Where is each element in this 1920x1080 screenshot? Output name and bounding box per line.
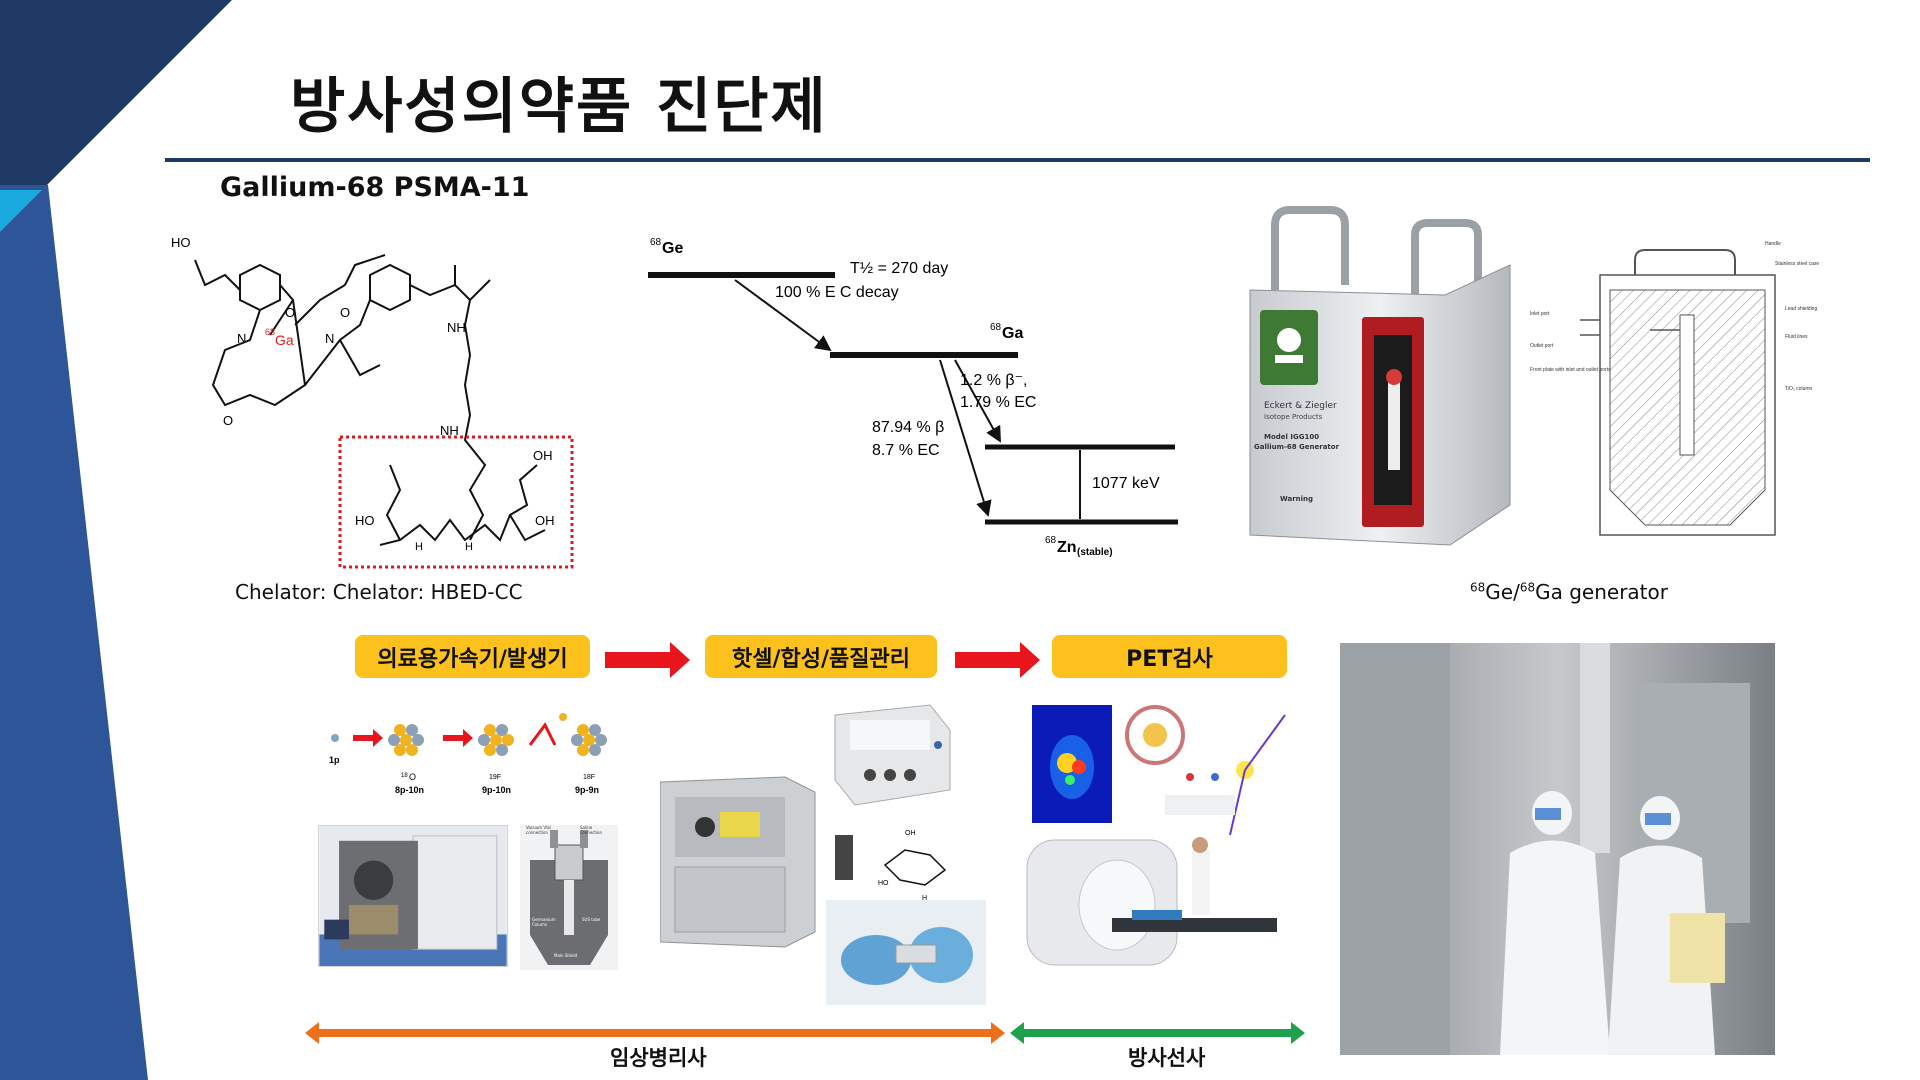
label-ho-bottom: HO: [355, 513, 375, 528]
label-clinical-pathologist: 임상병리사: [610, 1046, 707, 1070]
fdg-structure: OH HO H: [835, 830, 947, 902]
zn68-note: (stable): [1077, 547, 1113, 558]
label-f19-comp: 9p-10n: [482, 785, 511, 795]
schem-steel: Stainless steel case: [1775, 261, 1819, 267]
annihilation-diagram: [1125, 705, 1286, 836]
schem-front: Front plate with inlet and outlet ports: [1530, 367, 1611, 373]
f19-nucleus: [478, 724, 514, 756]
label-n2: N: [325, 331, 334, 346]
ga68-mass: 68: [990, 322, 1002, 333]
label-nh2: NH: [440, 423, 459, 438]
step-hotcell: 핫셀/합성/품질관리: [705, 635, 937, 678]
role-range-arrows: [305, 1022, 1305, 1044]
generator-caption: 68Ge/68Ga generator: [1470, 580, 1668, 604]
zn68-symbol: Zn: [1057, 539, 1077, 556]
small-branch-1: 1.2 % β⁻,: [960, 372, 1027, 389]
label-f18: 18F: [583, 774, 595, 781]
fdg-oh: OH: [905, 830, 916, 837]
label-radiologic-technologist: 방사선사: [1128, 1046, 1206, 1070]
f18-nucleus: [571, 724, 607, 756]
label-ga-mass: 68: [265, 327, 275, 337]
label-ga: Ga: [275, 332, 294, 348]
zn68-mass: 68: [1045, 535, 1057, 546]
label-f18-comp: 9p-9n: [575, 785, 599, 795]
label-h2: H: [465, 541, 473, 553]
label-oh2: OH: [535, 513, 555, 528]
schem-inlet: Inlet port: [1530, 311, 1550, 317]
generator-schematic: Handle Stainless steel case Inlet port O…: [1530, 241, 1819, 536]
synthesizer-photo: [834, 704, 951, 806]
ge68-mass: 68: [650, 237, 662, 248]
ge68-symbol: Ge: [662, 240, 683, 257]
slide-title: 방사성의약품 진단제: [290, 72, 828, 142]
col-shield: Main Shield: [554, 953, 578, 958]
chelator-caption: Chelator: Chelator: HBED-CC: [235, 580, 523, 604]
col-germanium: Germanium Column: [532, 917, 556, 927]
device-brand: Eckert & Ziegler: [1264, 401, 1337, 411]
device-name: Gallium-68 Generator: [1254, 443, 1340, 451]
label-o2: O: [340, 305, 350, 320]
pet-scanner-photo: [1026, 837, 1277, 966]
decay-scheme: 68 Ge T½ = 270 day 100 % E C decay 68 Ga…: [648, 237, 1178, 558]
schem-outlet: Outlet port: [1530, 343, 1554, 349]
cyclotron-photo: [318, 825, 508, 967]
urea-motif-frame: [338, 435, 574, 569]
step-accelerator: 의료용가속기/발생기: [355, 635, 590, 678]
schem-fluid: Fluid lines: [1785, 334, 1808, 340]
radiology-range-arrow: [1010, 1022, 1305, 1044]
label-nh1: NH: [447, 320, 466, 335]
device-sub: Isotope Products: [1264, 413, 1323, 421]
navy-corner-shape: [0, 0, 232, 232]
ec-decay-mode: 100 % E C decay: [775, 284, 899, 301]
nuclear-reaction-diagram: 1p 18 O 8p-10n 19F 9p-10n 18F 9p-9n: [329, 713, 607, 795]
label-n1: N: [237, 331, 246, 346]
arrow-step1-to-step2: [605, 642, 690, 678]
big-branch-arrow: [939, 359, 992, 517]
hotcell-photo: [660, 776, 816, 948]
cyan-accent-shape: [0, 190, 42, 232]
pet-scan-image: [1032, 705, 1112, 823]
arrow-step2-to-step3: [955, 642, 1040, 678]
step-pet: PET검사: [1052, 635, 1287, 678]
blue-side-band: [0, 185, 148, 1080]
fdg-ho: HO: [878, 880, 889, 887]
label-o18-comp: 8p-10n: [395, 785, 424, 795]
psma11-structure: HO 68 Ga N N O O O NH NH OH OH HO H H: [171, 235, 574, 569]
ga68-symbol: Ga: [1002, 325, 1023, 342]
col-tube: SUS tube: [582, 917, 601, 922]
label-o3: O: [223, 413, 233, 428]
big-branch-1: 87.94 % β: [872, 419, 944, 436]
device-warning: Warning: [1280, 495, 1314, 503]
gamma-energy: 1077 keV: [1092, 475, 1160, 492]
small-branch-arrow: [954, 359, 1001, 443]
o18-nucleus: [388, 724, 424, 756]
label-f19: 19F: [489, 774, 501, 781]
col-saline: Saline connection: [580, 825, 603, 835]
device-model: Model IGG100: [1264, 433, 1320, 441]
small-branch-2: 1.79 % EC: [960, 394, 1036, 411]
col-vacuum: Vacuum Vial connection: [526, 825, 551, 835]
ge-column-diagram: Vacuum Vial connection Saline connection…: [520, 825, 618, 970]
label-1p: 1p: [329, 755, 340, 765]
big-branch-2: 8.7 % EC: [872, 442, 940, 459]
label-o18-mass: 18: [401, 773, 408, 779]
label-oh1: OH: [533, 448, 553, 463]
schem-handle: Handle: [1765, 241, 1781, 247]
label-o1: O: [285, 305, 295, 320]
label-o18-el: O: [409, 772, 416, 782]
schem-lead: Lead shielding: [1785, 306, 1817, 312]
generator-photo: Eckert & Ziegler Isotope Products Model …: [1240, 205, 1520, 550]
half-life: T½ = 270 day: [850, 260, 948, 277]
step-arrows: [605, 642, 1040, 678]
label-ho-top: HO: [171, 235, 191, 250]
schem-column: TiO₂ column: [1785, 386, 1813, 392]
qc-vial-photo: [826, 900, 986, 1005]
fdg-h: H: [922, 895, 927, 902]
hotcell-operators-photo: [1340, 643, 1775, 1055]
slide-subtitle: Gallium-68 PSMA-11: [220, 172, 530, 203]
ec-decay-arrow: [734, 279, 832, 352]
clinical-range-arrow: [305, 1022, 1005, 1044]
label-h1: H: [415, 541, 423, 553]
